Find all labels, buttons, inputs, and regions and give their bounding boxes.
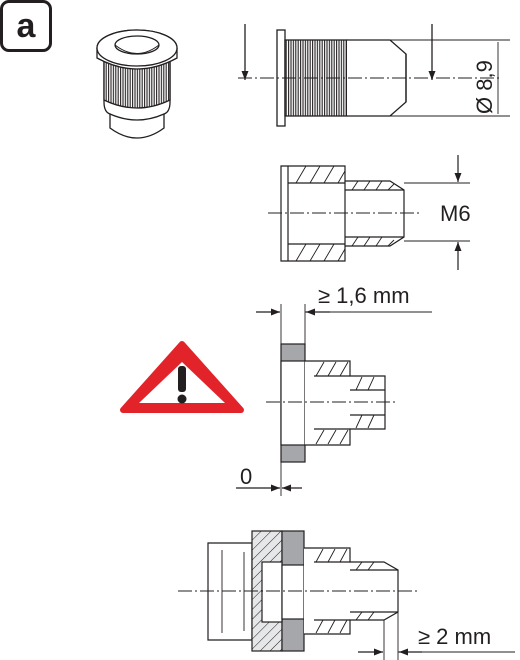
panel-label: a (16, 7, 36, 45)
min-sheet-section-view (236, 304, 432, 496)
rivet-nut-side-view (238, 24, 510, 127)
installed-section-view (178, 530, 515, 660)
warning-triangle-icon (120, 341, 244, 413)
diameter-dimension: Ø 8,9 (472, 60, 497, 114)
panel-label-badge: a (0, 0, 52, 52)
min-sheet-dimension: ≥ 1,6 mm (318, 283, 410, 308)
rivet-nut-section-view (268, 155, 470, 270)
rivet-nut-3d-icon (96, 29, 178, 139)
thread-dimension: M6 (440, 201, 471, 226)
zero-gap-dimension: 0 (240, 464, 252, 489)
min-protrusion-dimension: ≥ 2 mm (418, 624, 491, 649)
